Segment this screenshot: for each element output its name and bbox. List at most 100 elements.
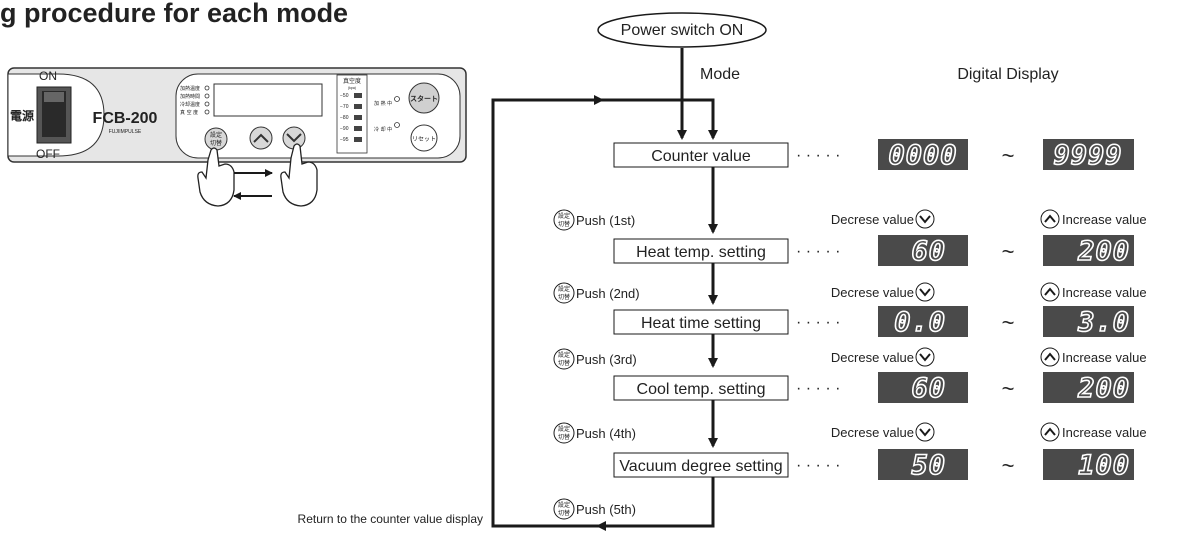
setting-key-icon: 設定 切替 (553, 282, 575, 304)
indicator-led (204, 101, 210, 107)
reset-button[interactable]: リセット (410, 124, 438, 152)
return-label: Return to the counter value display (298, 512, 483, 526)
chevron-down-icon (915, 422, 935, 442)
step-counter: Counter value · · · · · 0000 ~ 9999 (613, 139, 1134, 172)
mode-box (613, 375, 789, 401)
tilde: ~ (1002, 239, 1015, 264)
hand-icon (197, 147, 235, 207)
indicator-list: 加熱温度 加熱時間 冷却温度 真 空 度 (180, 85, 210, 116)
mode-label: Cool temp. setting (637, 381, 766, 398)
tilde: ~ (1002, 143, 1015, 168)
vacuum-led (354, 137, 362, 142)
tilde: ~ (1002, 453, 1015, 478)
mode-label: Counter value (651, 148, 751, 165)
chevron-up-icon (1040, 209, 1060, 229)
push-label: Push (5th) (576, 502, 636, 517)
loop-arrow (491, 98, 718, 528)
vacuum-indicator: 真空度 (kpa) −50 −70 −80 −90 −95 (336, 74, 368, 154)
display-max-value: 200 (1077, 373, 1130, 404)
vacuum-header: 真空度 (343, 77, 361, 85)
vacuum-led (354, 126, 362, 131)
up-button[interactable] (249, 126, 273, 150)
control-panel: ON OFF 電源 FCB-200 FUJIIMPULSE 加熱温度 加熱時間 … (7, 67, 467, 163)
display-max-value: 100 (1078, 450, 1130, 481)
step-heat-time: 設定 切替 Push (2nd) Decrese value Increase … (553, 282, 1147, 339)
indicator-label: 加熱温度 (180, 85, 200, 92)
key-glyph: 切替 (558, 359, 570, 367)
start-button[interactable]: スタート (408, 82, 440, 114)
heating-label: 加 熱 中 (374, 100, 392, 107)
key-label: 設定 (210, 131, 222, 139)
chevron-down-icon (915, 347, 935, 367)
dots: · · · · · (796, 457, 840, 474)
key-glyph: 切替 (558, 293, 570, 301)
indicator-label: 冷却温度 (180, 101, 200, 108)
indicator-led (204, 109, 210, 115)
step-vacuum: 設定 切替 Push (4th) Decrese value Increase … (553, 422, 1147, 482)
vacuum-level: −95 (340, 137, 349, 143)
display-max-value: 9999 (1053, 140, 1122, 171)
page-title: g procedure for each mode (0, 0, 348, 28)
on-label: ON (39, 69, 57, 83)
vacuum-led (354, 93, 362, 98)
vacuum-unit: (kpa) (348, 86, 356, 90)
key-glyph: 切替 (558, 509, 570, 517)
brand-label: FUJIIMPULSE (109, 129, 142, 135)
key-glyph: 切替 (558, 220, 570, 228)
push-label: Push (2nd) (576, 286, 640, 301)
mode-header: Mode (700, 66, 740, 83)
setting-switch-button[interactable]: 設定 切替 (204, 127, 228, 151)
mode-box (613, 238, 789, 264)
display-max (1043, 372, 1134, 403)
decrease-label: Decrese value (831, 212, 914, 227)
vacuum-level: −50 (340, 93, 349, 99)
chevron-down-icon (915, 209, 935, 229)
display-max (1043, 139, 1134, 170)
display-max (1043, 235, 1134, 266)
panel-display (213, 83, 323, 117)
setting-key-icon: 設定 切替 (553, 498, 575, 520)
key-glyph: 設定 (558, 425, 570, 433)
chevron-down-icon (286, 133, 302, 143)
display-max-value: 200 (1077, 236, 1130, 267)
key-glyph: 設定 (558, 351, 570, 359)
power-switch[interactable] (36, 86, 72, 144)
display-min-value: 60 (911, 373, 946, 404)
cooling-label: 冷 却 中 (374, 126, 392, 133)
power-kanji: 電源 (10, 108, 34, 123)
display-max (1043, 306, 1134, 337)
chevron-up-icon (253, 133, 269, 143)
display-min-value: 0.0 (894, 307, 946, 338)
chevron-up-icon (1040, 422, 1060, 442)
display-min (878, 372, 968, 403)
setting-key-icon: 設定 切替 (553, 422, 575, 444)
decrease-label: Decrese value (831, 350, 914, 365)
step-return: 設定 切替 Push (5th) (553, 477, 715, 520)
key-label: 切替 (210, 139, 222, 147)
vacuum-led (354, 104, 362, 109)
model-label: FCB-200 (93, 110, 158, 127)
chevron-up-icon (1040, 347, 1060, 367)
display-min (878, 306, 968, 337)
vacuum-level: −90 (340, 126, 349, 132)
decrease-label: Decrese value (831, 425, 914, 440)
mode-box (613, 309, 789, 335)
vacuum-led (354, 115, 362, 120)
increase-label: Increase value (1062, 285, 1147, 300)
display-header: Digital Display (957, 66, 1058, 83)
push-label: Push (4th) (576, 426, 636, 441)
indicator-label: 真 空 度 (180, 109, 198, 116)
chevron-down-icon (915, 282, 935, 302)
step-heat-temp: 設定 切替 Push (1st) Decrese value Increase … (553, 209, 1147, 268)
down-button[interactable] (282, 126, 306, 150)
key-glyph: 設定 (558, 501, 570, 509)
display-min (878, 235, 968, 266)
setting-key-icon: 設定 切替 (553, 348, 575, 370)
heating-led (394, 96, 400, 102)
display-min-value: 60 (911, 236, 946, 267)
start-label: Power switch ON (621, 22, 744, 39)
step-cool-temp: 設定 切替 Push (3rd) Decrese value Increase … (553, 347, 1147, 405)
decrease-label: Decrese value (831, 285, 914, 300)
dots: · · · · · (796, 314, 840, 331)
off-label: OFF (36, 147, 60, 161)
